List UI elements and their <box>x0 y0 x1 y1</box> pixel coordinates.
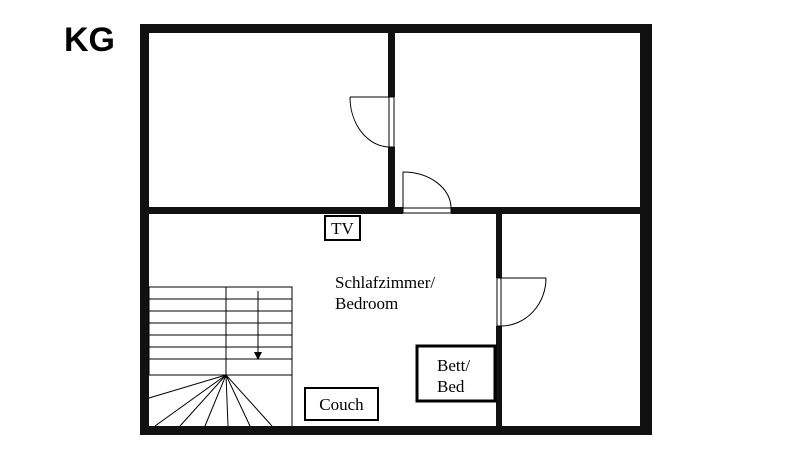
couch-furniture: Couch <box>304 387 379 421</box>
bed-label-line1: Bett/ <box>437 356 470 375</box>
stair-arrow-icon <box>254 352 262 360</box>
staircase <box>148 286 293 427</box>
room-label-line1: Schlafzimmer/ <box>335 273 435 292</box>
bed-label-line2: Bed <box>437 377 465 396</box>
door-lower-right <box>496 277 547 327</box>
interior-walls <box>149 33 640 426</box>
floor-label: KG <box>64 21 115 59</box>
door-upper-right <box>402 171 452 214</box>
bed-furniture: Bett/ Bed <box>415 344 497 403</box>
outer-walls <box>140 24 652 435</box>
room-label-line2: Bedroom <box>335 294 398 313</box>
tv-label: TV <box>331 219 354 238</box>
door-upper-middle <box>349 96 395 148</box>
tv-furniture: TV <box>324 215 361 241</box>
couch-label: Couch <box>319 395 364 414</box>
